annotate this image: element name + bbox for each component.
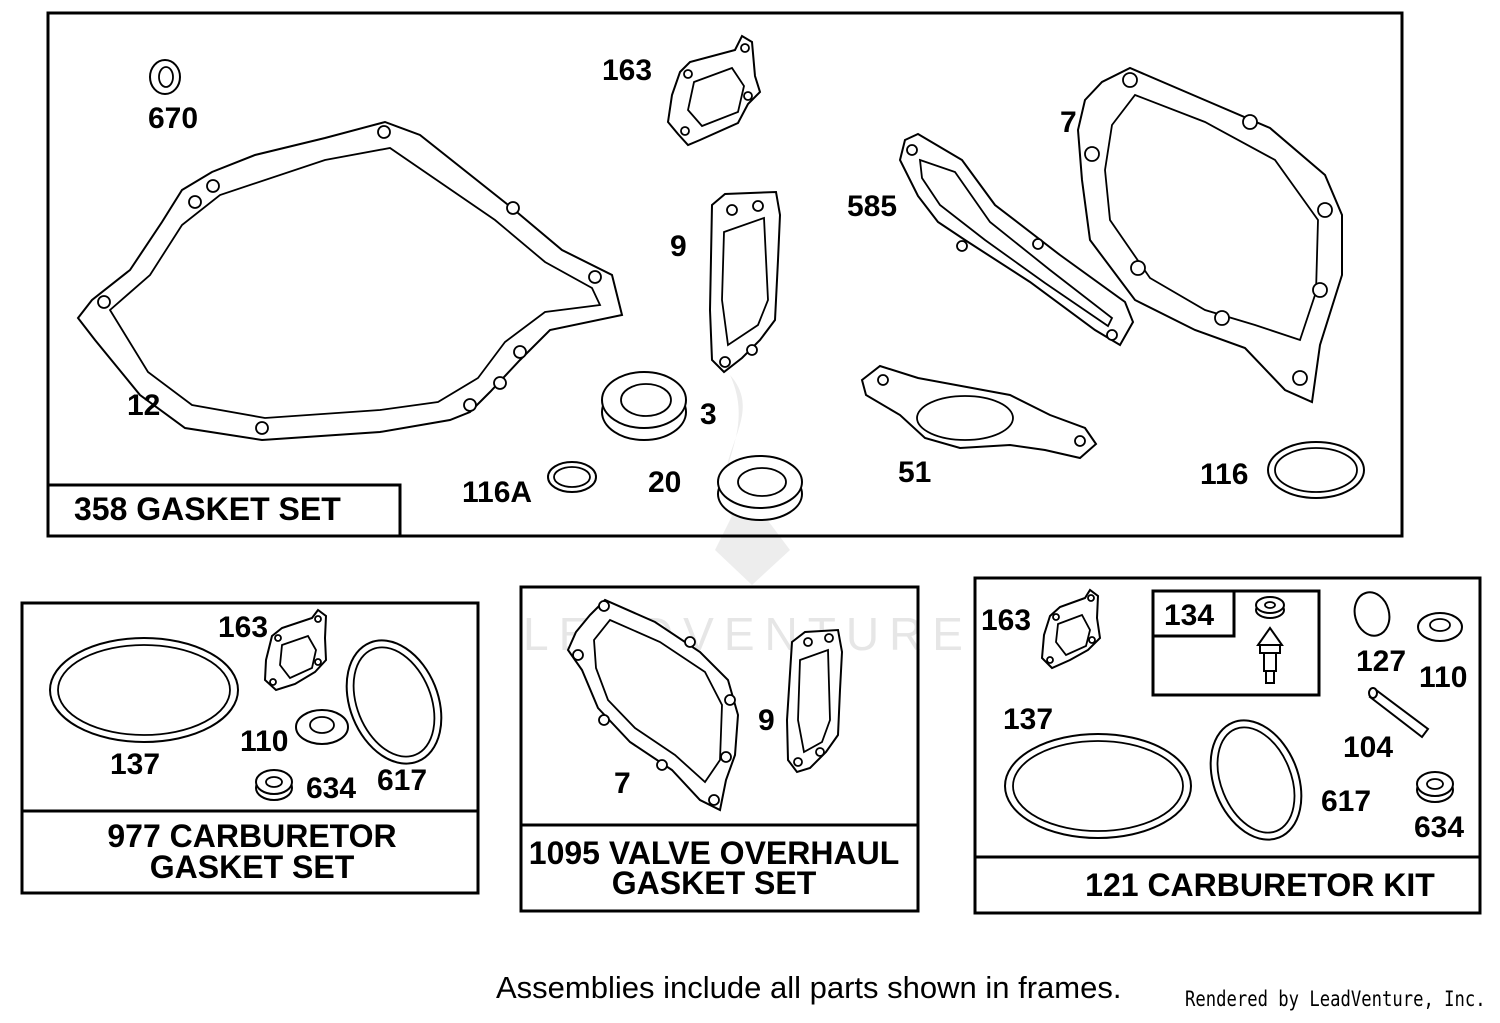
part-label: 617 — [1321, 785, 1371, 818]
frame-carburetor-kit: 121 CARBURETOR KIT 163 134 1 — [973, 576, 1482, 915]
frame-valve-overhaul-gasket-set: 1095 VALVE OVERHAUL GASKET SET 7 9 — [519, 585, 920, 913]
part-110-b[interactable] — [1417, 612, 1463, 642]
frame-border — [973, 576, 1482, 915]
part-label: 7 — [614, 767, 631, 800]
part-label: 9 — [758, 704, 775, 737]
part-label: 163 — [218, 611, 268, 644]
frame-title: 358 GASKET SET — [74, 491, 341, 527]
part-label: 20 — [648, 466, 681, 499]
welch-plug-icon — [1353, 591, 1391, 637]
frame-title-line: 1095 VALVE OVERHAUL — [529, 835, 899, 871]
part-label: 110 — [240, 725, 288, 758]
part-51[interactable] — [860, 364, 1098, 460]
part-label: 617 — [377, 764, 427, 797]
part-9-b[interactable] — [785, 628, 844, 774]
part-label: 134 — [1164, 599, 1214, 632]
part-label: 137 — [1003, 703, 1053, 736]
part-label: 634 — [1414, 811, 1464, 844]
part-label: 104 — [1343, 731, 1393, 764]
part-label: 634 — [306, 772, 356, 805]
frame-border — [20, 601, 480, 895]
subframe-border — [1151, 589, 1321, 697]
part-label: 3 — [700, 398, 717, 431]
watermark-flame-icon — [723, 375, 743, 520]
part-634[interactable] — [255, 769, 293, 801]
needle-icon — [1256, 626, 1284, 646]
subframe-label-box — [1151, 589, 1236, 638]
part-7-b[interactable] — [566, 598, 740, 812]
assembly-note: Assemblies include all parts shown in fr… — [496, 970, 1122, 1005]
part-label: 7 — [1060, 106, 1077, 139]
part-label: 51 — [898, 456, 931, 489]
part-163-c[interactable] — [1040, 588, 1102, 670]
part-label: 116 — [1200, 458, 1248, 491]
part-label: 670 — [148, 102, 198, 135]
part-label: 12 — [127, 389, 160, 422]
part-label: 585 — [847, 190, 897, 223]
frame-title-line: GASKET SET — [612, 865, 817, 901]
render-credit: Rendered by LeadVenture, Inc. — [1185, 987, 1486, 1011]
part-617-b[interactable] — [1194, 707, 1318, 853]
part-110[interactable] — [295, 709, 349, 745]
part-163[interactable] — [666, 34, 762, 147]
part-104[interactable] — [1368, 687, 1430, 739]
part-137-b[interactable] — [1004, 733, 1192, 839]
part-12[interactable] — [76, 120, 624, 442]
hinge-pin-icon — [1368, 688, 1430, 739]
frame-border — [519, 585, 920, 913]
part-label: 163 — [981, 604, 1031, 637]
part-9[interactable] — [708, 190, 782, 374]
part-116[interactable] — [1267, 441, 1365, 499]
part-3[interactable] — [601, 371, 687, 441]
part-label: 163 — [602, 54, 652, 87]
part-116A[interactable] — [547, 461, 597, 493]
part-585[interactable] — [898, 132, 1135, 347]
part-634-b[interactable] — [1416, 771, 1454, 803]
part-127[interactable] — [1350, 588, 1394, 639]
part-label: 127 — [1356, 645, 1406, 678]
frame-gasket-set: 358 GASKET SET 670 163 — [46, 11, 1404, 538]
part-label: 9 — [670, 230, 687, 263]
frame-carburetor-gasket-set: 977 CARBURETOR GASKET SET 137 163 110 — [20, 601, 480, 895]
part-163-b[interactable] — [263, 608, 328, 692]
part-617[interactable] — [329, 626, 459, 778]
part-label: 110 — [1419, 661, 1467, 694]
part-label: 116A — [462, 476, 532, 509]
frame-title-line: 977 CARBURETOR — [107, 818, 396, 854]
part-137[interactable] — [49, 637, 239, 743]
part-134[interactable] — [1151, 589, 1321, 697]
frame-border — [46, 11, 1404, 538]
part-20[interactable] — [717, 455, 803, 521]
part-670[interactable] — [149, 59, 181, 95]
part-7[interactable] — [1076, 66, 1343, 404]
part-label: 137 — [110, 748, 160, 781]
frame-title: 121 CARBURETOR KIT — [1085, 867, 1435, 903]
frame-title-line: GASKET SET — [150, 849, 355, 885]
frame-title-box — [46, 483, 402, 538]
